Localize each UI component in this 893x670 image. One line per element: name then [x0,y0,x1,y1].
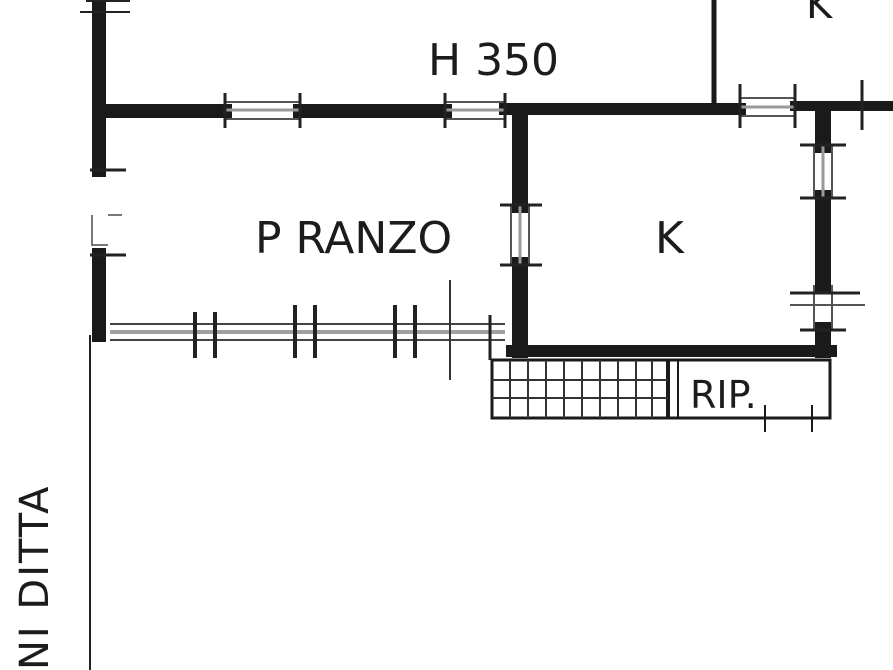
window-pranzo-bottom [110,280,505,380]
window-kitchen-right [800,143,846,200]
window-top-1 [223,93,302,128]
window-kitchen-left [500,203,542,267]
window-top-2 [443,93,507,128]
room-label-kitchen: K [655,213,685,264]
stair-outline [490,358,832,420]
windows [90,80,865,380]
door-left [90,168,126,257]
room-label-pranzo: P RANZO [255,213,452,264]
window-kitchen-right-lower [790,285,865,332]
room-label-top-right-partial: K [806,0,834,28]
height-label: H 350 [428,35,559,86]
boundary-lines [80,0,130,670]
room-label-storage: RIP. [690,373,757,417]
window-top-3 [738,80,864,130]
stair-treads [492,360,668,418]
side-label-vertical: NI DITTA [12,485,58,670]
stair-block [490,358,832,432]
walls [92,0,893,358]
